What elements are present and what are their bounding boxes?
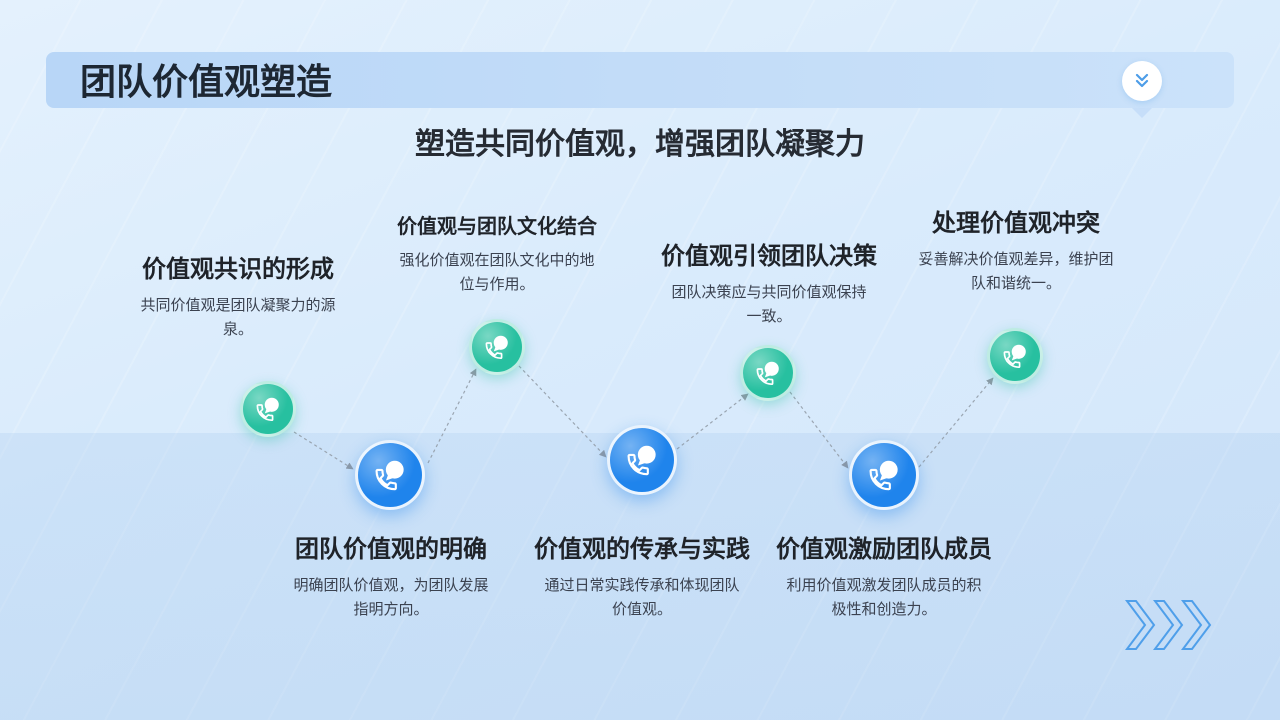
step-description: 团队决策应与共同价值观保持 一致。	[639, 281, 899, 329]
step-description-line: 共同价值观是团队凝聚力的源	[140, 297, 336, 314]
subtitle: 塑造共同价值观，增强团队凝聚力	[415, 128, 865, 161]
page-title: 团队价值观塑造	[80, 61, 333, 102]
step-description-line: 极性和创造力。	[831, 601, 937, 618]
phone-chat-icon	[371, 456, 409, 494]
step-title: 团队价值观的明确	[295, 536, 487, 563]
step-title: 价值观共识的形成	[142, 256, 334, 283]
step-description: 通过日常实践传承和体现团队 价值观。	[512, 574, 772, 622]
step-node-1	[240, 381, 296, 437]
step-title: 价值观激励团队成员	[776, 536, 992, 563]
step-description-line: 强化价值观在团队文化中的地	[399, 252, 595, 269]
header-notch	[1132, 108, 1152, 118]
step-label-1: 价值观共识的形成 共同价值观是团队凝聚力的源 泉。	[108, 254, 368, 342]
phone-chat-icon	[753, 358, 783, 388]
phone-chat-icon	[623, 441, 661, 479]
phone-chat-icon	[1000, 341, 1030, 371]
step-description-line: 明确团队价值观，为团队发展	[293, 577, 489, 594]
double-chevron-down-icon	[1135, 73, 1149, 88]
step-description: 明确团队价值观，为团队发展 指明方向。	[261, 574, 521, 622]
step-node-4	[607, 425, 677, 495]
phone-chat-icon	[253, 394, 283, 424]
step-description-line: 妥善解决价值观差异，维护团	[918, 251, 1114, 268]
step-label-2: 团队价值观的明确 明确团队价值观，为团队发展 指明方向。	[261, 534, 521, 622]
step-description-line: 价值观。	[611, 601, 672, 618]
phone-chat-icon	[482, 332, 512, 362]
phone-chat-icon	[865, 456, 903, 494]
step-label-3: 价值观与团队文化结合 强化价值观在团队文化中的地 位与作用。	[367, 213, 627, 297]
step-description-line: 位与作用。	[459, 276, 535, 293]
chevron-right-icon	[1125, 600, 1156, 650]
step-description-line: 通过日常实践传承和体现团队	[544, 577, 740, 594]
step-node-7	[987, 328, 1043, 384]
step-description-line: 一致。	[746, 308, 792, 325]
step-title: 价值观与团队文化结合	[397, 216, 597, 238]
chevron-right-icon	[1153, 600, 1184, 650]
step-description-line: 指明方向。	[353, 601, 429, 618]
step-label-6: 价值观激励团队成员 利用价值观激发团队成员的积 极性和创造力。	[754, 534, 1014, 622]
step-node-3	[469, 319, 525, 375]
step-label-7: 处理价值观冲突 妥善解决价值观差异，维护团 队和谐统一。	[886, 208, 1146, 296]
step-description-line: 泉。	[222, 321, 253, 338]
step-title: 价值观引领团队决策	[661, 243, 877, 270]
header-bar: 团队价值观塑造	[46, 52, 1234, 108]
step-description: 利用价值观激发团队成员的积 极性和创造力。	[754, 574, 1014, 622]
step-description-line: 利用价值观激发团队成员的积	[786, 577, 982, 594]
step-description: 妥善解决价值观差异，维护团 队和谐统一。	[886, 248, 1146, 296]
step-description: 强化价值观在团队文化中的地 位与作用。	[367, 249, 627, 297]
chevron-right-icon	[1181, 600, 1212, 650]
step-title: 处理价值观冲突	[932, 210, 1100, 237]
triple-chevron-right-icon	[1125, 600, 1212, 650]
header-icon-badge	[1122, 61, 1162, 101]
step-description-line: 队和谐统一。	[970, 275, 1061, 292]
step-label-4: 价值观的传承与实践 通过日常实践传承和体现团队 价值观。	[512, 534, 772, 622]
step-title: 价值观的传承与实践	[534, 536, 750, 563]
step-node-2	[355, 440, 425, 510]
step-node-6	[849, 440, 919, 510]
step-description-line: 团队决策应与共同价值观保持	[671, 284, 867, 301]
step-node-5	[740, 345, 796, 401]
step-description: 共同价值观是团队凝聚力的源 泉。	[108, 294, 368, 342]
step-label-5: 价值观引领团队决策 团队决策应与共同价值观保持 一致。	[639, 241, 899, 329]
